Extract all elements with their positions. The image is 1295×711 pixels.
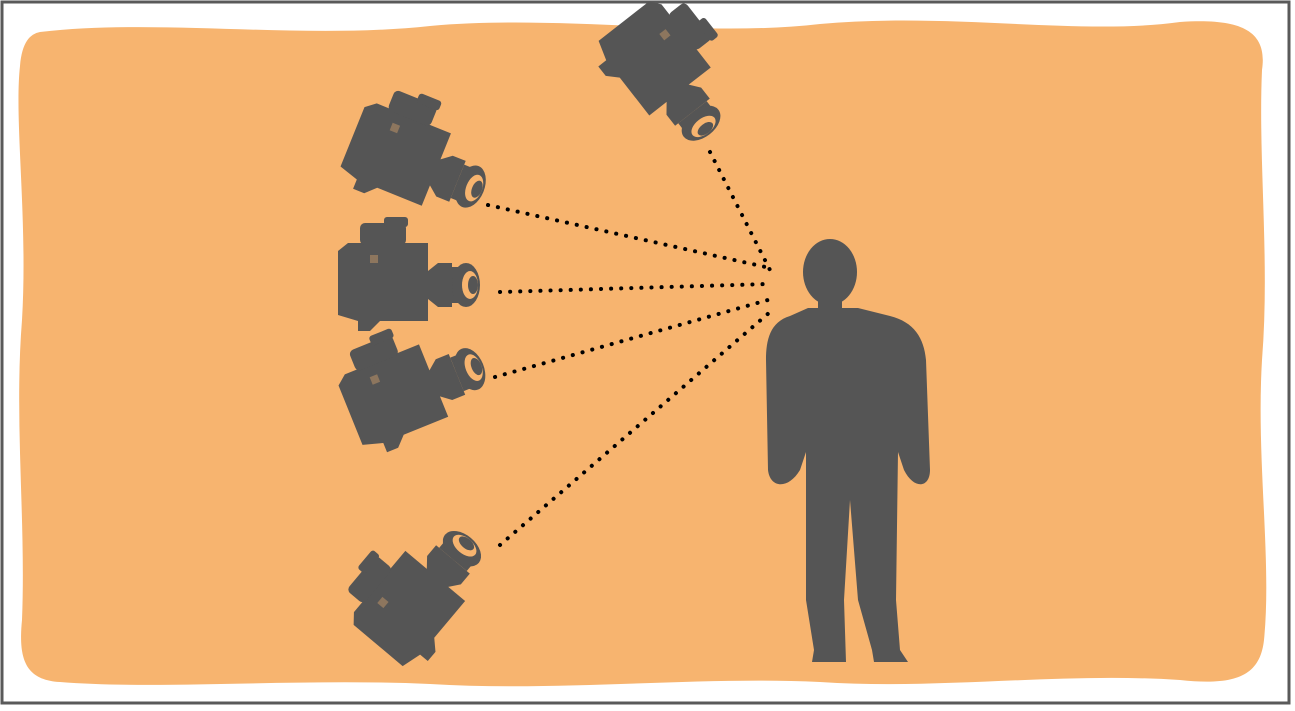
sight-line-lower-middle-left [493,298,770,379]
sight-line-middle-left [498,282,770,294]
sight-line-top [708,150,772,272]
background-blob [18,20,1267,687]
sight-line-bottom-left [498,310,772,547]
person-silhouette-icon [766,239,930,662]
sight-line-upper-left [486,203,772,270]
sight-lines [486,150,772,547]
